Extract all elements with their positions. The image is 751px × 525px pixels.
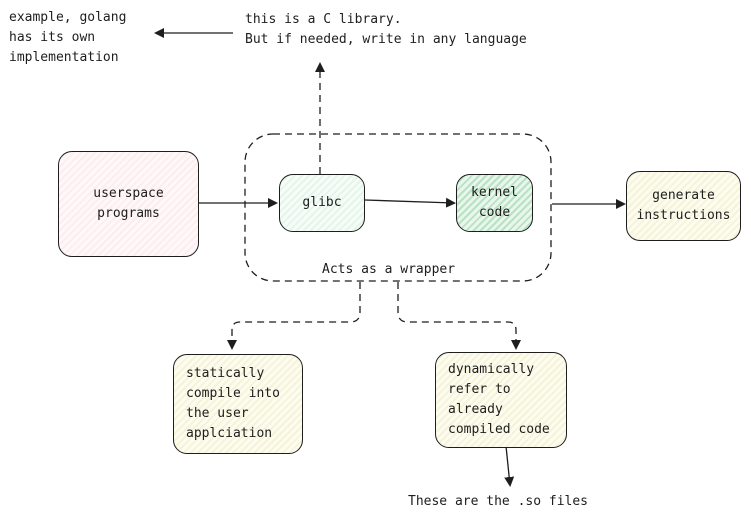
kernel-code-node: kernel code [456, 174, 533, 232]
userspace-programs-node: userspace programs [58, 151, 199, 257]
arrow-dynamic-to-so-note [504, 445, 515, 487]
dynamic-refer-label: dynamically refer to already compiled co… [448, 362, 550, 437]
wrapper-region [244, 133, 552, 282]
c-library-note: this is a C library. But if needed, writ… [245, 12, 527, 47]
generate-instructions-node: generate instructions [626, 171, 741, 241]
golang-note: example, golang has its own implementati… [9, 10, 127, 65]
so-files-note: These are the .so files [408, 494, 589, 509]
dynamic-refer-node: dynamically refer to already compiled co… [435, 352, 567, 448]
arrow-wrapper-to-dynamic [397, 282, 521, 350]
static-compile-node: statically compile into the user applcia… [173, 354, 303, 454]
kernel-code-label: kernel code [471, 185, 518, 220]
arrow-glibc-to-kernel [364, 197, 456, 208]
arrow-wrapper-to-static [227, 282, 361, 350]
glibc-node: glibc [279, 174, 365, 232]
static-compile-label: statically compile into the user applcia… [186, 366, 280, 441]
generate-instructions-label: generate instructions [636, 188, 731, 223]
glibc-label: glibc [302, 195, 342, 210]
wrapper-label: Acts as a wrapper [320, 262, 458, 277]
userspace-programs-label: userspace programs [93, 186, 164, 221]
